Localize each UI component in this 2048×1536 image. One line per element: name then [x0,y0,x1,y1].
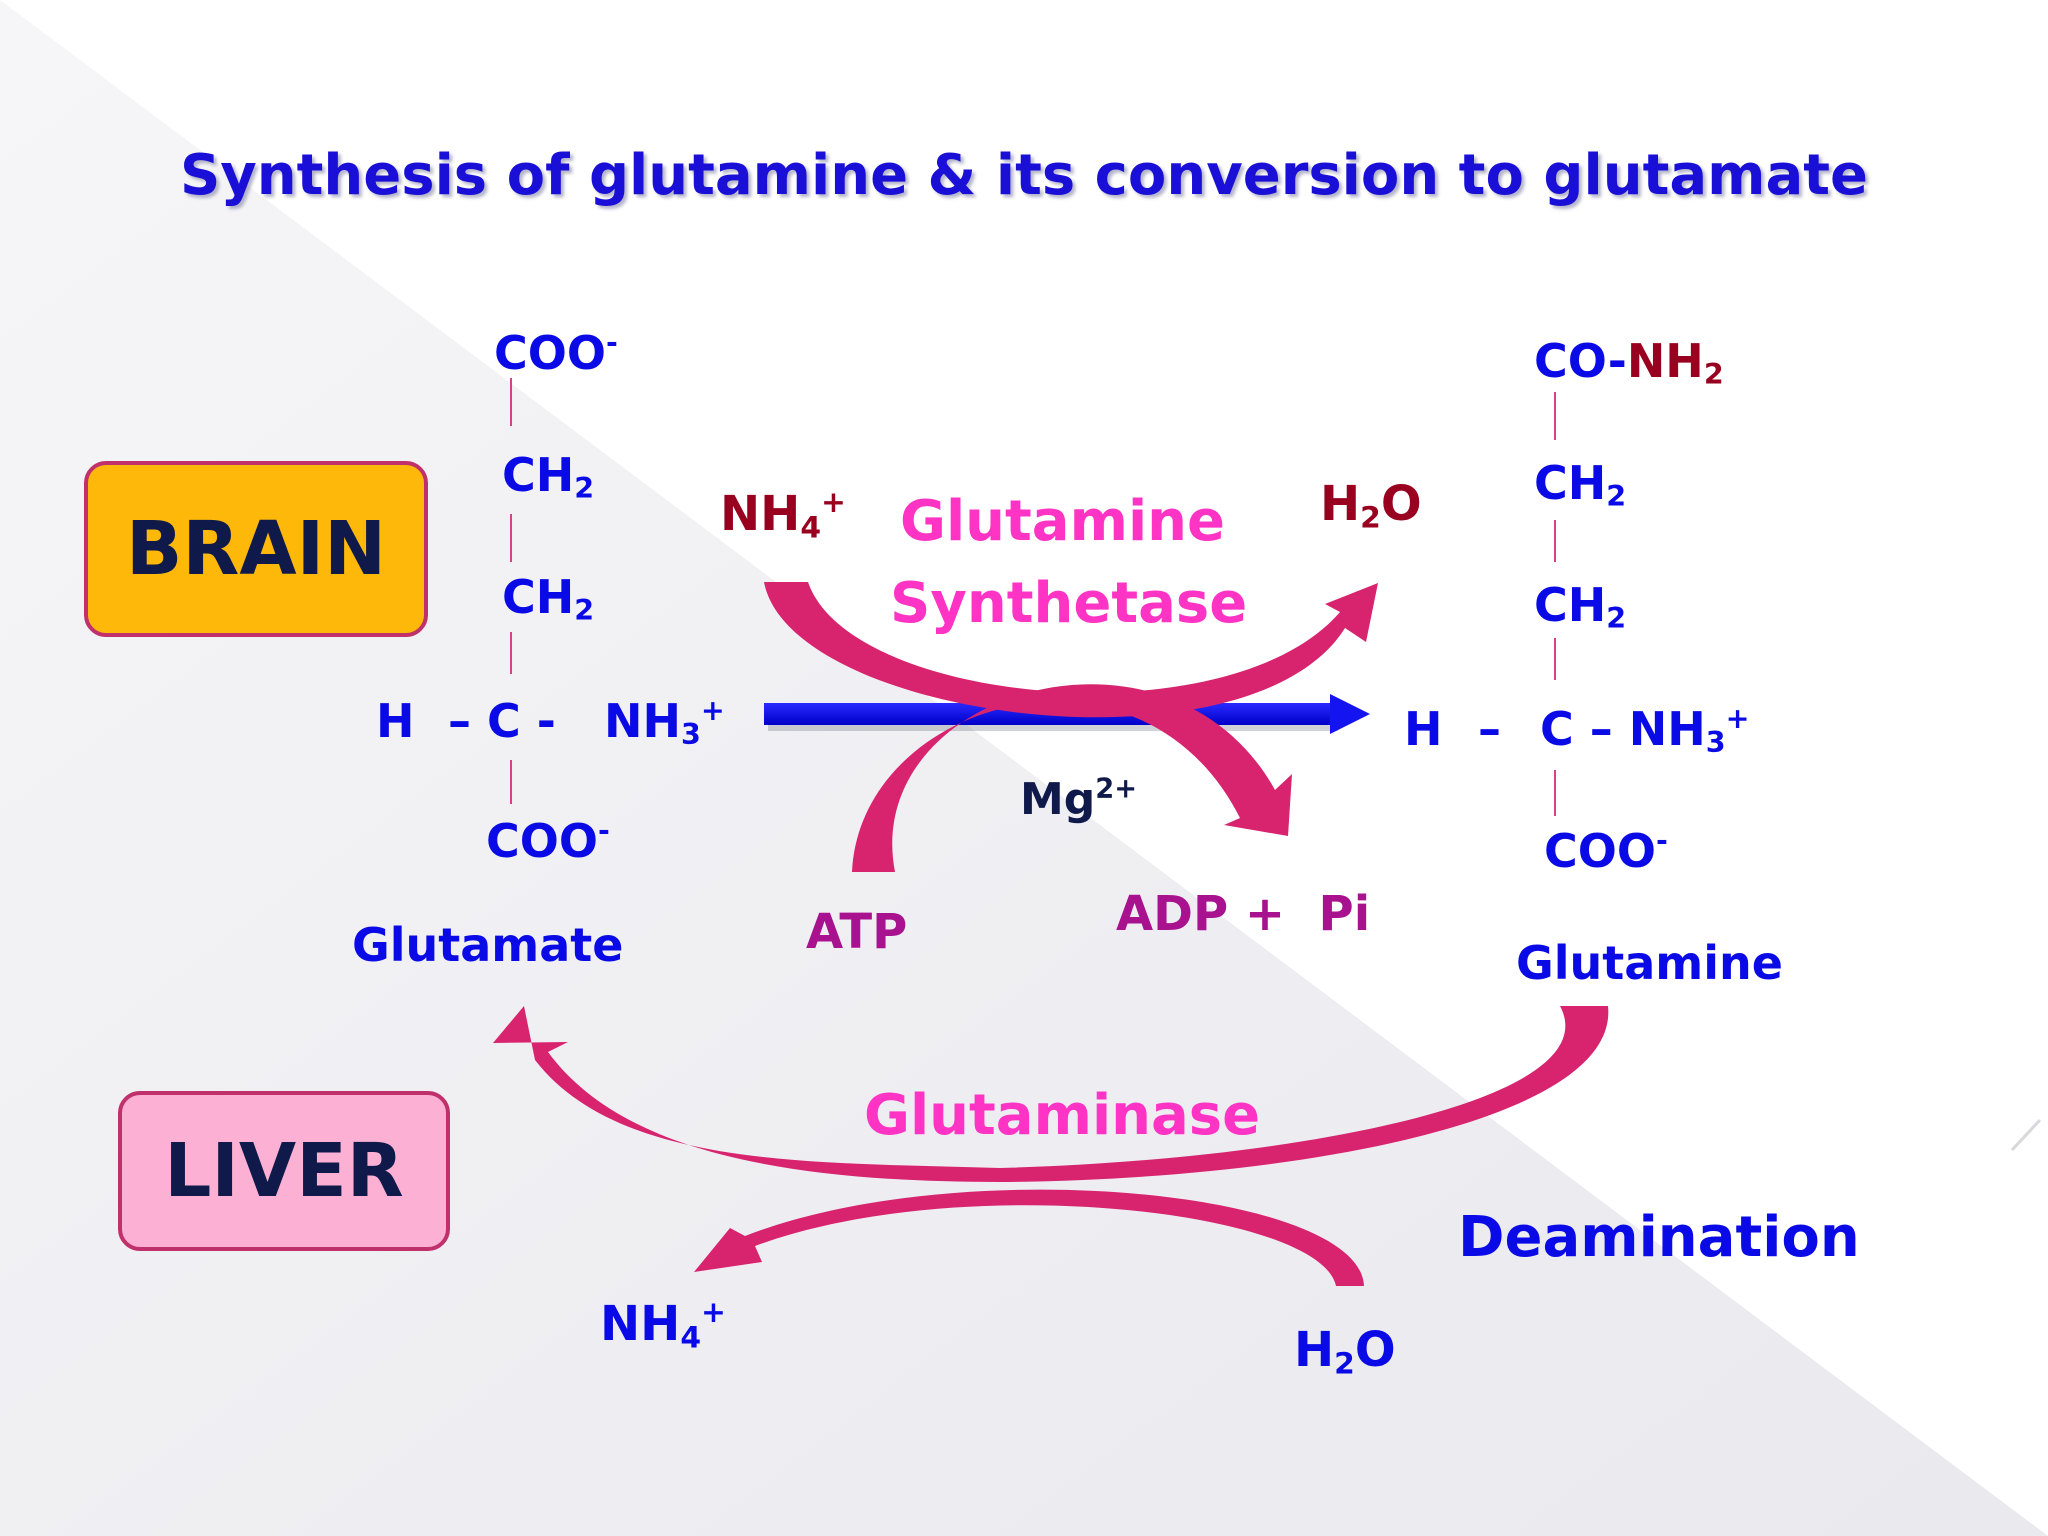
glutamine-bond-2 [1554,520,1556,562]
enzyme-glutamine-synthetase-line1: Glutamine [900,489,1225,554]
glutamate-alpha-h: H [376,694,415,748]
glutamine-bond-3 [1554,638,1556,680]
glutamate-top-carboxyl: COO- [494,325,618,380]
glutamine-ch2-a: CH2 [1534,456,1627,514]
glutamine-bottom-carboxyl: COO- [1544,823,1668,878]
glutamate-bond-1 [510,378,512,426]
slide-title: Synthesis of glutamine & its conversion … [179,143,1869,208]
liver-label: LIVER [164,1128,404,1214]
brain-label-box: BRAIN [84,461,428,637]
adp-pi-label: ADP + Pi [1116,886,1371,942]
glutamate-bond-2 [510,514,512,562]
glutamate-name: Glutamate [352,918,624,972]
glutamine-bond-1 [1554,392,1556,440]
synthesis-ammonium: NH4+ [720,485,846,546]
glutamate-bond-4 [510,760,512,804]
deamination-label: Deamination [1458,1205,1860,1270]
glutamine-alpha-h: H [1404,702,1443,756]
glutamine-alpha-carbon-amino: C – NH3+ [1540,701,1750,760]
glutamine-alpha-dash: – [1478,702,1501,756]
brain-label: BRAIN [125,506,387,592]
liver-label-box: LIVER [118,1091,450,1251]
glutamine-ch2-b: CH2 [1534,578,1627,636]
glutamate-bond-3 [510,632,512,674]
h2o-to-nh4-curved-arrow-icon [694,1189,1364,1286]
glutamate-bottom-carboxyl: COO- [486,813,610,868]
glutamine-top-amide: CO-NH2 [1534,334,1724,392]
glutamate-amino-group: NH3+ [604,693,725,752]
magnesium-cofactor: Mg2+ [1020,773,1138,825]
atp-label: ATP [806,904,908,960]
glutamine-bond-4 [1554,770,1556,816]
hydrolysis-water: H2O [1294,1322,1396,1382]
glutamine-name: Glutamine [1516,936,1783,990]
glutamate-ch2-b: CH2 [502,570,595,628]
enzyme-glutaminase: Glutaminase [864,1083,1261,1148]
synthesis-water-released: H2O [1320,476,1422,536]
atp-to-adp-curved-arrow-icon [852,684,1292,872]
hydrolysis-ammonium: NH4+ [600,1295,726,1356]
glutamine-to-glutamate-curved-arrow-icon [493,1006,1609,1182]
glutamate-alpha-carbon: – C - [448,694,556,748]
slide-corner-mark-icon [2010,1118,2042,1152]
enzyme-glutamine-synthetase-line2: Synthetase [890,571,1248,636]
glutamate-ch2-a: CH2 [502,448,595,506]
nh4-to-h2o-curved-arrow-icon [764,582,1378,718]
